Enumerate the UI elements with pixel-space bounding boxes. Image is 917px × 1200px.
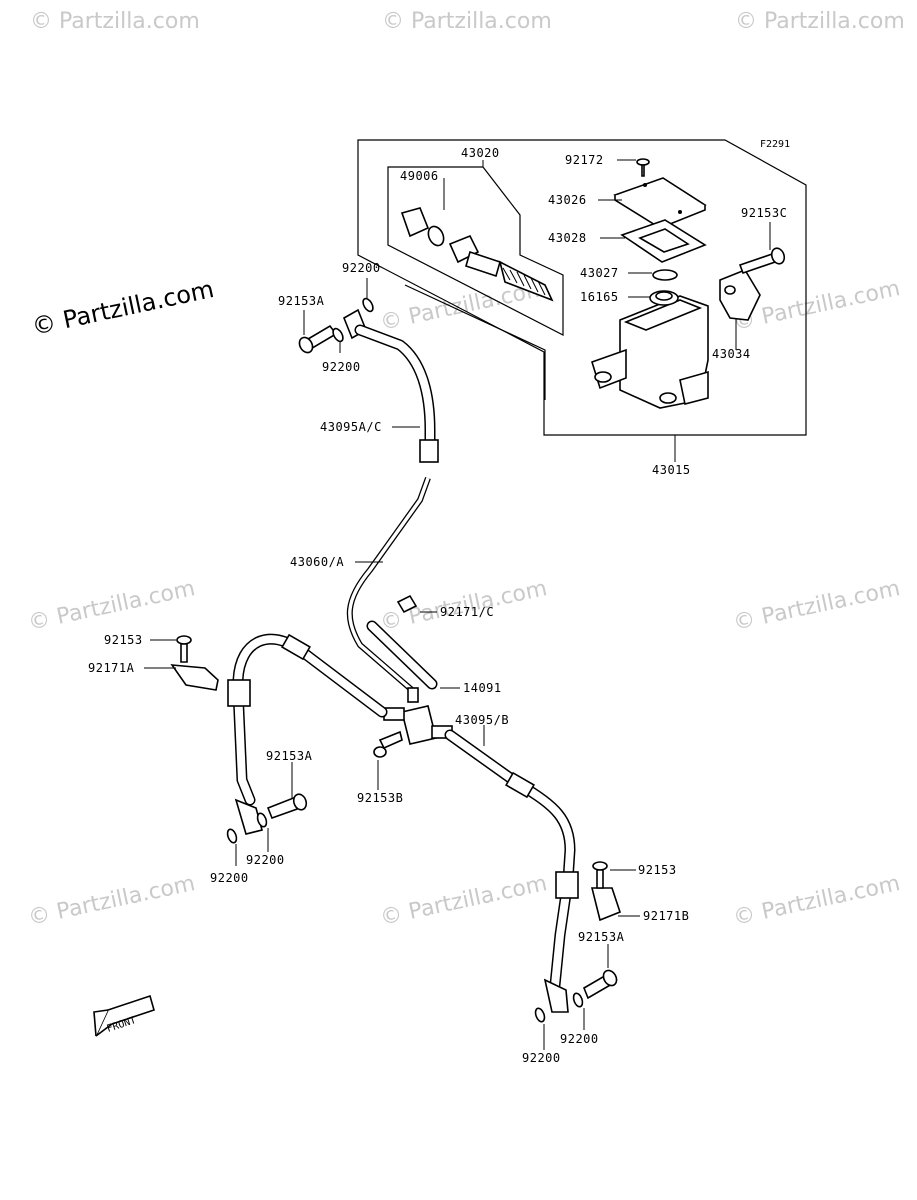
bolt-92153-right xyxy=(592,861,608,889)
clamp-43034 xyxy=(719,269,761,321)
bolt-92153B xyxy=(373,730,403,758)
part-label: 14091 xyxy=(463,681,502,695)
banjo-bolt-left xyxy=(266,793,308,820)
watermark: © Partzilla.com xyxy=(731,871,902,931)
brake-hose-left xyxy=(232,633,388,806)
banjo-bolt-right xyxy=(583,969,618,1000)
part-label: 92200 xyxy=(522,1051,561,1065)
bracket-92171A xyxy=(170,664,219,691)
watermark: © Partzilla.com xyxy=(382,9,552,34)
front-direction-arrow: FRONT xyxy=(93,994,155,1037)
washer-92200 xyxy=(572,992,584,1008)
part-label: 92171A xyxy=(88,661,135,675)
hose-fitting xyxy=(505,771,535,799)
watermark: © Partzilla.com xyxy=(731,276,902,336)
part-label: 92172 xyxy=(565,153,604,167)
washer-92200 xyxy=(226,828,238,844)
assembly-leader xyxy=(404,284,546,400)
part-label: 92153A xyxy=(278,294,325,308)
hose-grommet-left xyxy=(227,679,251,707)
hose-fitting xyxy=(281,633,311,661)
watermark: © Partzilla.com xyxy=(30,9,200,34)
pipe-fitting xyxy=(407,687,419,703)
part-label: 92200 xyxy=(210,871,249,885)
bushing-16165 xyxy=(649,290,679,306)
part-label: 92200 xyxy=(342,261,381,275)
banjo-bolt-top xyxy=(298,324,338,354)
hose-grommet-right xyxy=(555,871,579,899)
part-label: 43020 xyxy=(461,146,500,160)
part-label: 92200 xyxy=(246,853,285,867)
part-label: 43060/A xyxy=(290,555,344,569)
banjo-fitting-right xyxy=(543,978,569,1013)
watermark: © Partzilla.com xyxy=(735,9,905,34)
watermark: © Partzilla.com xyxy=(26,576,197,636)
brake-joint xyxy=(383,705,453,745)
part-label: 92153B xyxy=(357,791,403,805)
master-cylinder-body xyxy=(591,295,709,409)
washer-92200 xyxy=(534,1007,546,1023)
part-label: 92153C xyxy=(741,206,787,220)
washer-92200 xyxy=(332,327,344,343)
part-labels: 43020 92172 49006 43026 92153C 43028 922… xyxy=(88,146,787,1065)
screw-92172 xyxy=(636,158,650,177)
leader-lines xyxy=(144,159,771,1050)
part-label: 16165 xyxy=(580,290,619,304)
washer-43027 xyxy=(652,269,678,281)
reservoir-cover xyxy=(613,177,707,229)
part-label: 92153 xyxy=(104,633,143,647)
clip-92171C xyxy=(396,594,418,614)
figure-code: F2291 xyxy=(760,139,790,150)
bracket-92171B xyxy=(590,887,621,922)
watermark: © Partzilla.com xyxy=(378,871,549,931)
part-label: 92153A xyxy=(578,930,625,944)
piston-assembly xyxy=(400,207,554,302)
washer-92200 xyxy=(256,812,268,828)
bolt-92153C xyxy=(738,247,786,275)
part-label: 43026 xyxy=(548,193,587,207)
watermark: © Partzilla.com xyxy=(731,576,902,636)
hose-fitting xyxy=(419,439,439,463)
part-label: 49006 xyxy=(400,169,439,183)
reservoir-diaphragm xyxy=(620,219,707,263)
part-label: 92171/C xyxy=(440,605,494,619)
part-label: 43095A/C xyxy=(320,420,382,434)
part-label: 43015 xyxy=(652,463,691,477)
washer-92200 xyxy=(362,297,374,313)
part-label: 43027 xyxy=(580,266,619,280)
watermark: © Partzilla.com xyxy=(26,871,197,931)
banjo-fitting-left xyxy=(234,798,263,835)
copyright-notice: © Partzilla.com xyxy=(29,275,216,341)
brake-hose-43095B xyxy=(444,729,576,991)
part-label: 92171B xyxy=(643,909,689,923)
part-label: 43034 xyxy=(712,347,751,361)
part-label: 92153 xyxy=(638,863,677,877)
part-label: 92153A xyxy=(266,749,313,763)
part-label: 92200 xyxy=(560,1032,599,1046)
part-label: 92200 xyxy=(322,360,361,374)
assembly-outline-43020 xyxy=(387,166,564,336)
bolt-92153-left xyxy=(176,635,192,663)
part-label: 43028 xyxy=(548,231,587,245)
part-label: 43095/B xyxy=(455,713,509,727)
